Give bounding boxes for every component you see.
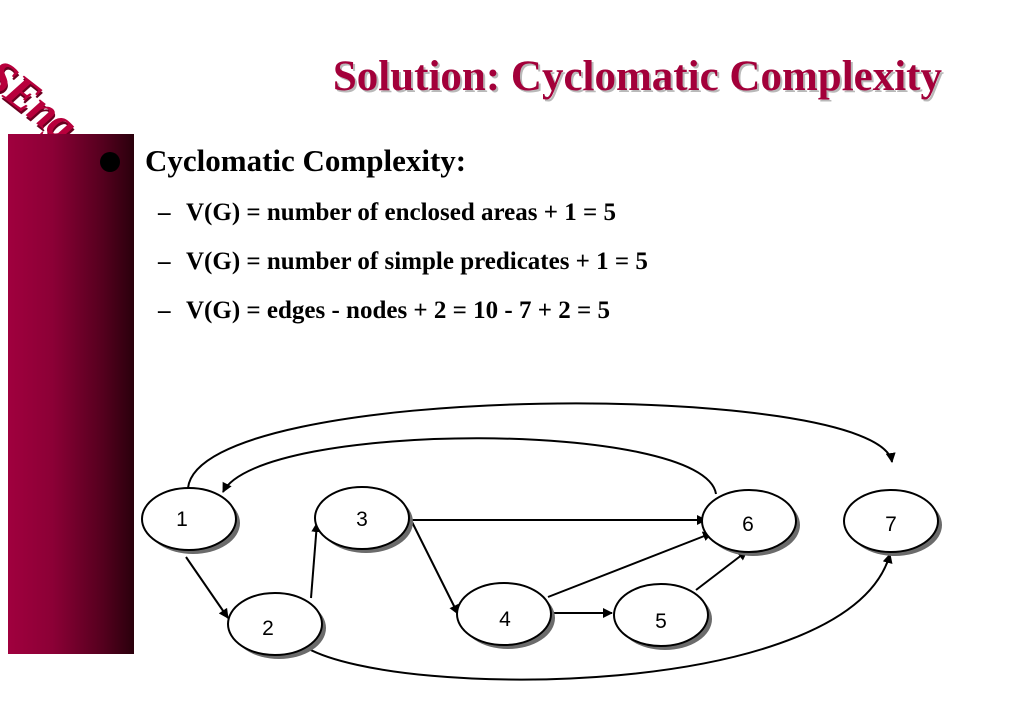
edge-3-4 <box>411 521 459 615</box>
bullet-dot-icon <box>100 152 120 172</box>
sub-bullet-text: V(G) = number of enclosed areas + 1 = 5 <box>186 199 616 226</box>
dash-marker: – <box>158 248 171 275</box>
sub-bullet: –V(G) = edges - nodes + 2 = 10 - 7 + 2 =… <box>158 297 610 325</box>
node-label: 6 <box>742 513 754 536</box>
dash-marker: – <box>158 297 171 324</box>
node-label: 2 <box>262 617 274 640</box>
edge-2-7 <box>306 553 893 681</box>
sidebar-decoration <box>8 134 134 654</box>
node-label: 1 <box>176 508 188 531</box>
sub-bullet: –V(G) = number of simple predicates + 1 … <box>158 248 648 276</box>
node-7: 7 <box>843 489 942 556</box>
node-label: 7 <box>885 513 897 536</box>
node-6: 6 <box>701 489 800 556</box>
node-4: 4 <box>456 582 555 649</box>
node-label: 5 <box>655 610 667 633</box>
node-5: 5 <box>613 583 712 650</box>
edge-1-2 <box>185 556 229 619</box>
edge-4-6 <box>547 531 713 598</box>
edge-2-3 <box>310 522 322 599</box>
edge-6-1 <box>222 437 717 495</box>
slide-title: Solution: Cyclomatic Complexity <box>332 53 942 100</box>
node-3: 3 <box>314 486 413 553</box>
node-label: 4 <box>499 608 511 631</box>
node-label: 3 <box>356 508 368 531</box>
main-bullet-text: Cyclomatic Complexity: <box>145 143 467 178</box>
sub-bullet-text: V(G) = edges - nodes + 2 = 10 - 7 + 2 = … <box>186 297 610 324</box>
sub-bullet-text: V(G) = number of simple predicates + 1 =… <box>186 248 648 275</box>
node-2: 2 <box>227 592 326 659</box>
sub-bullet: –V(G) = number of enclosed areas + 1 = 5 <box>158 199 616 227</box>
edge-5-6 <box>695 550 748 591</box>
dash-marker: – <box>158 199 171 226</box>
node-1: 1 <box>141 487 240 554</box>
edge-1-7 <box>187 402 896 489</box>
